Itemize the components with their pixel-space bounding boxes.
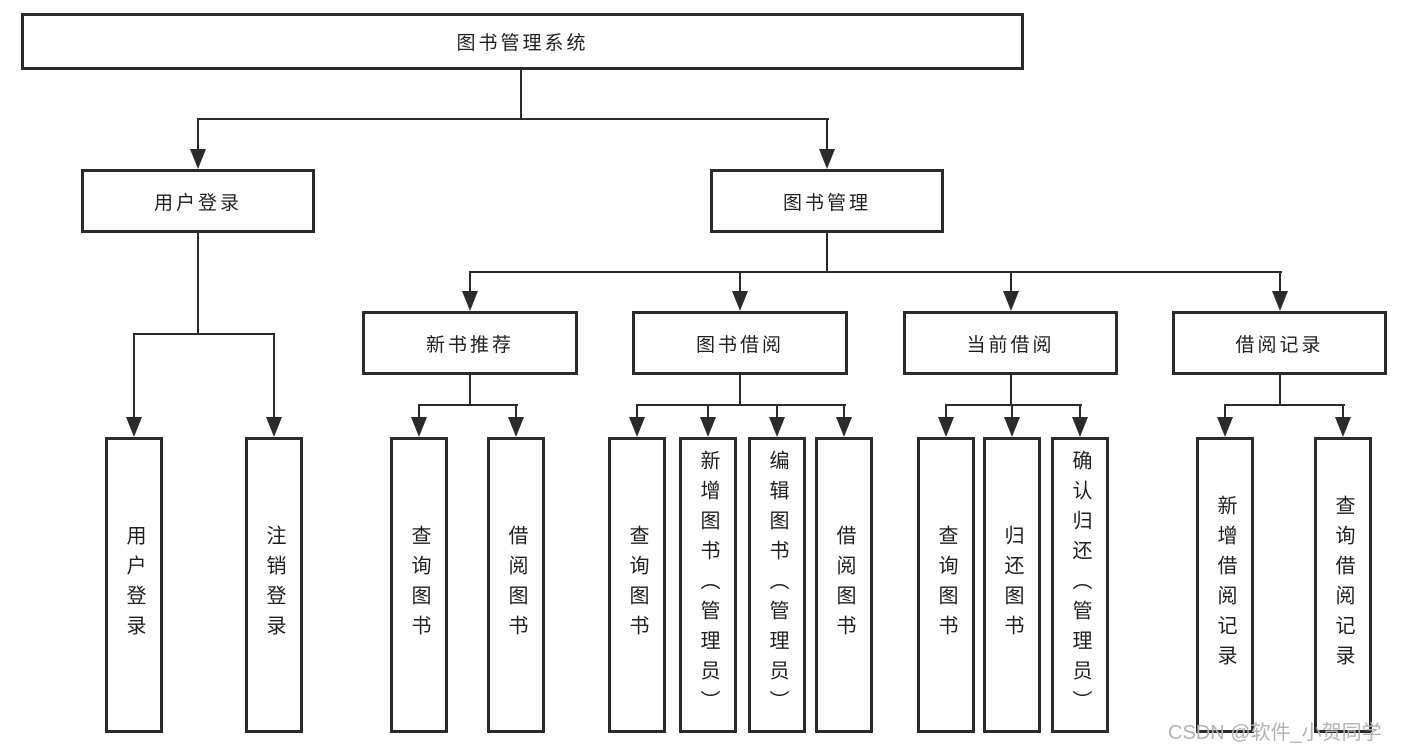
node-new-book-recommend: 新书推荐	[362, 311, 578, 375]
connector-line	[133, 333, 275, 335]
connector-line	[1010, 271, 1012, 293]
node-borrow-records: 借阅记录	[1172, 311, 1387, 375]
node-root: 图书管理系统	[21, 13, 1024, 70]
connector-line	[418, 404, 420, 419]
leaf-add-book-admin: 新增图书（管理员）	[679, 437, 737, 733]
connector-line	[1279, 271, 1281, 293]
leaf-borrow-books: 借阅图书	[815, 437, 873, 733]
connector-line	[515, 404, 517, 419]
arrowhead-down-icon	[1217, 417, 1233, 437]
arrowhead-down-icon	[1335, 417, 1351, 437]
arrowhead-down-icon	[508, 417, 524, 437]
arrowhead-down-icon	[266, 417, 282, 437]
connector-line	[1079, 404, 1081, 419]
arrowhead-down-icon	[462, 291, 478, 311]
connector-line	[418, 404, 518, 406]
arrowhead-down-icon	[629, 417, 645, 437]
leaf-edit-book-admin: 编辑图书（管理员）	[748, 437, 806, 733]
connector-line	[1224, 404, 1345, 406]
leaf-logout: 注销登录	[245, 437, 303, 733]
node-book-borrow: 图书借阅	[632, 311, 848, 375]
arrowhead-down-icon	[1003, 291, 1019, 311]
connector-line	[1342, 404, 1344, 419]
arrowhead-down-icon	[126, 417, 142, 437]
leaf-confirm-return-admin: 确认归还（管理员）	[1051, 437, 1109, 733]
watermark: CSDN @软件_小贺同学	[1168, 722, 1382, 744]
connector-line	[843, 404, 845, 419]
connector-line	[197, 118, 829, 120]
connector-line	[1011, 404, 1013, 419]
connector-line	[520, 70, 522, 120]
leaf-query-books-recommend: 查询图书	[390, 437, 448, 733]
arrowhead-down-icon	[1072, 417, 1088, 437]
leaf-add-borrow-record: 新增借阅记录	[1196, 437, 1254, 733]
connector-line	[1224, 404, 1226, 419]
leaf-query-borrow-record: 查询借阅记录	[1314, 437, 1372, 733]
arrowhead-down-icon	[836, 417, 852, 437]
node-book-management: 图书管理	[710, 169, 944, 233]
connector-line	[273, 333, 275, 419]
arrowhead-down-icon	[938, 417, 954, 437]
connector-line	[1279, 375, 1281, 406]
connector-line	[469, 375, 471, 406]
connector-line	[197, 118, 199, 152]
connector-line	[1010, 375, 1012, 406]
connector-line	[826, 118, 828, 152]
connector-line	[945, 404, 1082, 406]
connector-line	[707, 404, 709, 419]
connector-line	[469, 271, 471, 293]
connector-line	[739, 271, 741, 293]
connector-line	[469, 271, 1282, 273]
connector-line	[739, 375, 741, 406]
arrowhead-down-icon	[769, 417, 785, 437]
leaf-return-book: 归还图书	[983, 437, 1041, 733]
connector-line	[776, 404, 778, 419]
leaf-user-login: 用户登录	[105, 437, 163, 733]
arrowhead-down-icon	[190, 149, 206, 169]
leaf-query-books-current: 查询图书	[917, 437, 975, 733]
connector-line	[197, 233, 199, 334]
leaf-query-books-borrow: 查询图书	[608, 437, 666, 733]
arrowhead-down-icon	[1272, 291, 1288, 311]
arrowhead-down-icon	[732, 291, 748, 311]
connector-line	[636, 404, 638, 419]
arrowhead-down-icon	[411, 417, 427, 437]
leaf-borrow-books-recommend: 借阅图书	[487, 437, 545, 733]
connector-line	[945, 404, 947, 419]
arrowhead-down-icon	[1004, 417, 1020, 437]
connector-line	[826, 233, 828, 273]
node-current-borrow: 当前借阅	[903, 311, 1118, 375]
arrowhead-down-icon	[819, 149, 835, 169]
arrowhead-down-icon	[700, 417, 716, 437]
connector-line	[133, 333, 135, 419]
connector-line	[636, 404, 846, 406]
node-user-login: 用户登录	[81, 169, 315, 233]
